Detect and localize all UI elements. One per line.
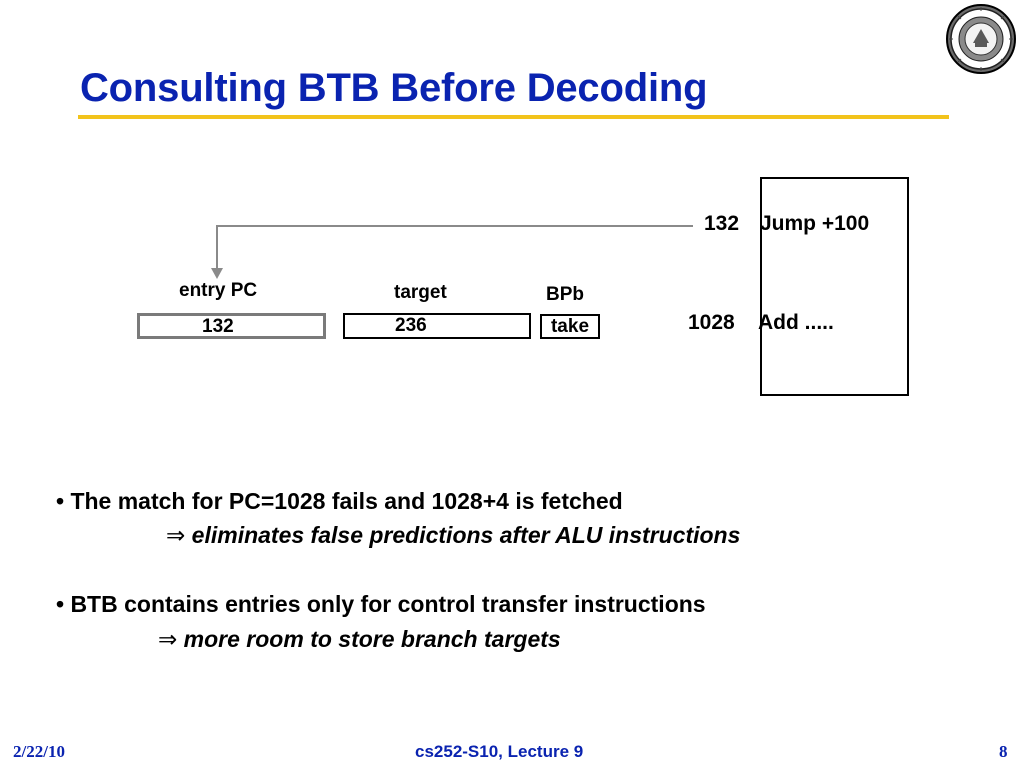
slide-title: Consulting BTB Before Decoding — [80, 66, 708, 110]
implies-arrow-icon: ⇒ — [158, 627, 178, 653]
entry-pc-value: 132 — [202, 316, 234, 337]
bullet-subitem-text: more room to store branch targets — [183, 626, 561, 652]
memory-row-instruction: Add ..... — [758, 311, 834, 334]
bullet-subitem-text: eliminates false predictions after ALU i… — [191, 522, 741, 548]
memory-row-address: 1028 — [688, 311, 737, 335]
footer-date: 2/22/10 — [13, 742, 65, 761]
university-seal-icon — [946, 4, 1016, 74]
memory-row-instruction: Jump +100 — [760, 212, 870, 235]
bullet-item: • The match for PC=1028 fails and 1028+4… — [56, 488, 623, 514]
bpb-label: BPb — [546, 284, 584, 305]
entry-pc-label: entry PC — [179, 280, 258, 301]
bpb-value: take — [550, 316, 590, 337]
memory-row-address: 132 — [704, 212, 742, 236]
bpb-box: take — [540, 314, 600, 339]
instruction-memory-box — [760, 177, 909, 396]
target-label: target — [394, 282, 447, 303]
bullet-subitem: ⇒ eliminates false predictions after ALU… — [166, 522, 740, 549]
target-box: 236 — [343, 313, 531, 339]
footer-page-number: 8 — [999, 742, 1008, 761]
entry-pc-box: 132 — [137, 313, 326, 339]
title-underline — [78, 115, 949, 119]
implies-arrow-icon: ⇒ — [166, 523, 186, 549]
bullet-item: • BTB contains entries only for control … — [56, 591, 706, 617]
target-value: 236 — [395, 315, 427, 336]
footer-course: cs252-S10, Lecture 9 — [415, 742, 584, 761]
arrow-head-icon — [211, 268, 223, 279]
bullet-subitem: ⇒ more room to store branch targets — [158, 626, 561, 653]
